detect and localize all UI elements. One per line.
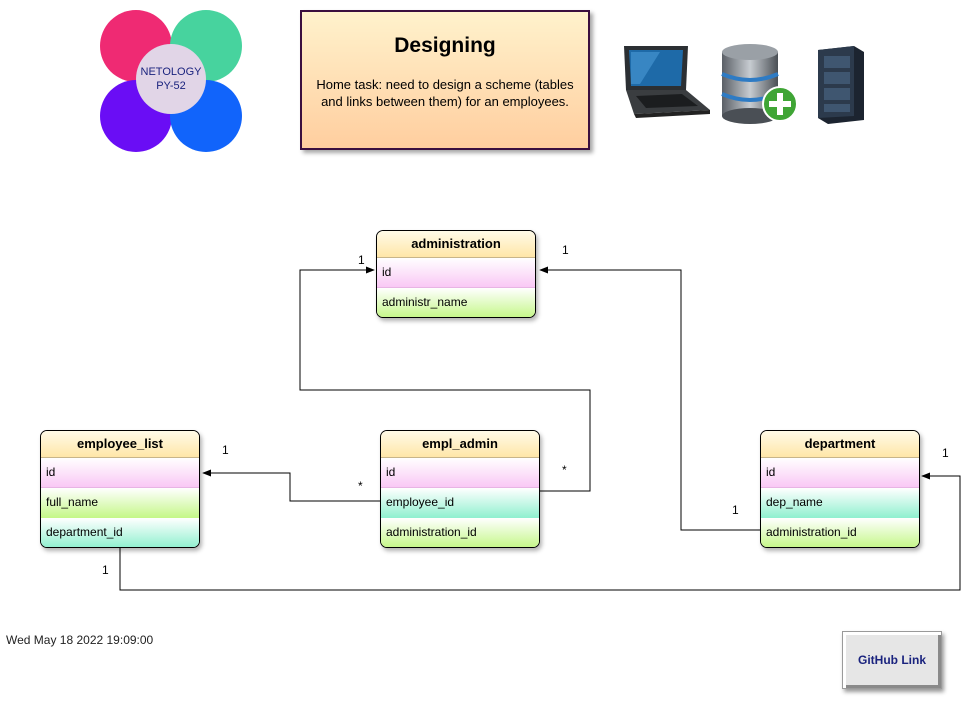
cardinality-label: 1 <box>942 446 949 460</box>
logo-line1: NETOLOGY <box>140 66 202 78</box>
task-description: Home task: need to design a scheme (tabl… <box>316 77 574 109</box>
cardinality-label: 1 <box>732 503 739 517</box>
link-empl-admin-to-administration <box>299 266 591 492</box>
field-full-name[interactable]: full_name <box>41 488 199 518</box>
table-empl-admin[interactable]: empl_admin id employee_id administration… <box>380 430 540 548</box>
cardinality-label: 1 <box>358 253 365 267</box>
field-dep-name[interactable]: dep_name <box>761 488 919 518</box>
cardinality-label: * <box>562 463 567 477</box>
link-empl-admin-to-employee <box>202 469 380 502</box>
link-employee-to-department <box>119 472 961 591</box>
page-title: Designing <box>394 34 496 57</box>
field-employee-id[interactable]: employee_id <box>381 488 539 518</box>
table-employee-list[interactable]: employee_list id full_name department_id <box>40 430 200 548</box>
title-box: Designing Home task: need to design a sc… <box>300 10 590 150</box>
table-header: employee_list <box>41 431 199 458</box>
field-id[interactable]: id <box>41 458 199 488</box>
table-header: empl_admin <box>381 431 539 458</box>
logo-line2: PY-52 <box>156 80 186 92</box>
cardinality-label: 1 <box>562 243 569 257</box>
table-header: administration <box>377 231 535 258</box>
cardinality-label: 1 <box>222 443 229 457</box>
github-link-button[interactable]: GitHub Link <box>842 631 942 689</box>
field-administration-id[interactable]: administration_id <box>761 518 919 547</box>
table-header: department <box>761 431 919 458</box>
database-add-icon <box>721 44 798 124</box>
field-department-id[interactable]: department_id <box>41 518 199 547</box>
cardinality-label: 1 <box>102 563 109 577</box>
field-id[interactable]: id <box>381 458 539 488</box>
timestamp: Wed May 18 2022 19:09:00 <box>6 633 154 647</box>
field-administr-name[interactable]: administr_name <box>377 288 535 317</box>
laptop-icon <box>624 46 710 118</box>
table-department[interactable]: department id dep_name administration_id <box>760 430 920 548</box>
link-department-to-administration <box>539 266 760 531</box>
field-id[interactable]: id <box>377 258 535 288</box>
field-id[interactable]: id <box>761 458 919 488</box>
server-icon <box>818 46 864 124</box>
logo-center: NETOLOGY PY-52 <box>136 44 206 114</box>
table-administration[interactable]: administration id administr_name <box>376 230 536 318</box>
field-administration-id[interactable]: administration_id <box>381 518 539 547</box>
cardinality-label: * <box>358 479 363 493</box>
